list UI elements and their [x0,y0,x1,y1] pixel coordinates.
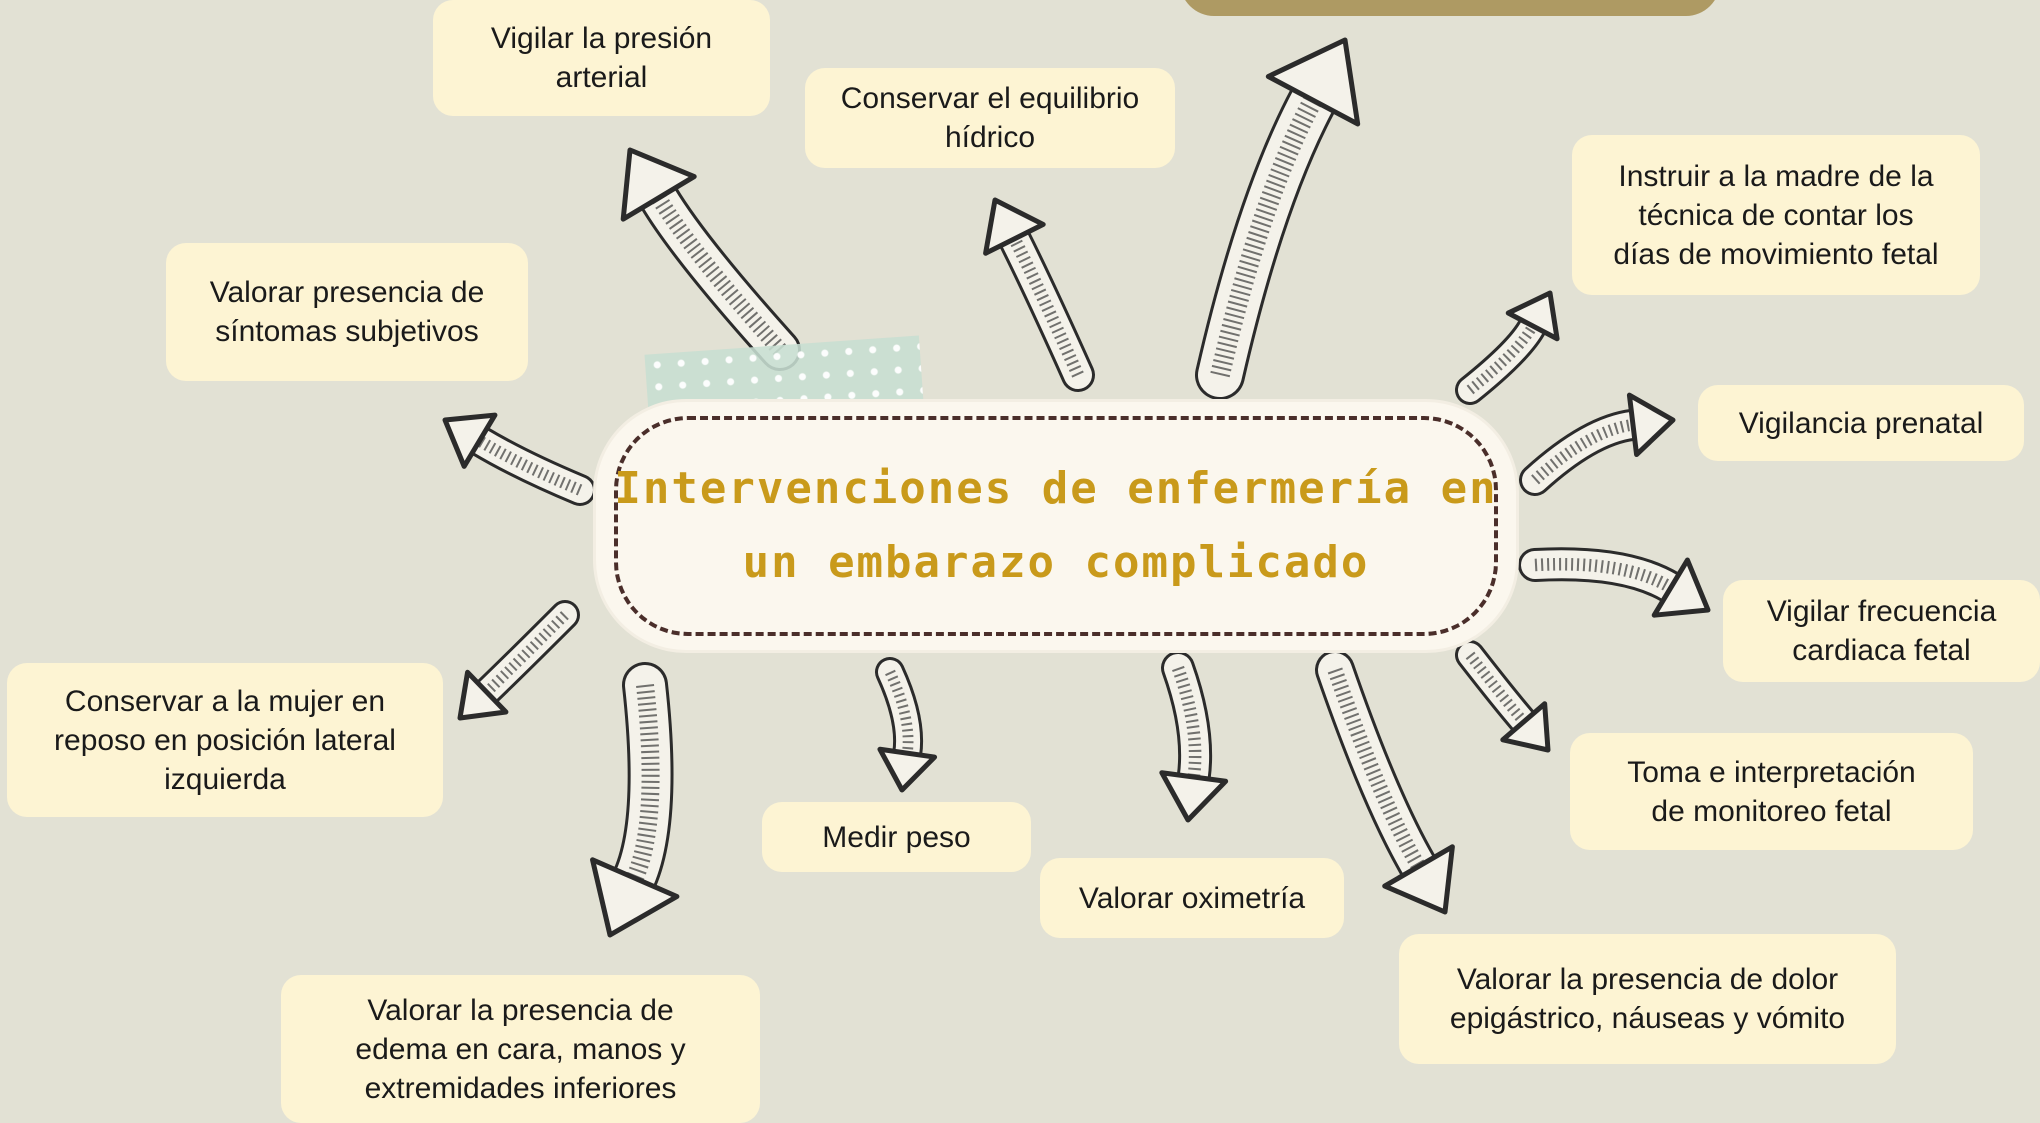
arrow-to-hidrico [983,197,1095,392]
node-label: Vigilar la presión arterial [490,22,713,94]
node-label: Valorar presencia de síntomas subjetivos [209,276,485,348]
top-banner [1180,0,1720,16]
arrow-to-prenatal [1519,392,1676,496]
node-instruir-movimiento-fetal: Instruir a la madre de la técnica de con… [1572,135,1980,295]
node-edema: Valorar la presencia de edema en cara, m… [281,975,760,1123]
node-medir-peso: Medir peso [762,802,1031,872]
node-monitoreo-fetal: Toma e interpretación de monitoreo fetal [1570,733,1973,850]
node-equilibrio-hidrico: Conservar el equilibrio hídrico [805,68,1175,168]
arrow-to-top [1195,37,1361,400]
arrow-to-epigastrico [1315,650,1455,915]
node-label: Conservar a la mujer en reposo en posici… [54,684,396,796]
node-label: Instruir a la madre de la técnica de con… [1613,159,1939,271]
central-title: Intervenciones de enfermería en un embar… [614,463,1498,588]
node-vigilancia-prenatal: Vigilancia prenatal [1698,385,2024,461]
dashed-border [614,416,1498,636]
node-dolor-epigastrico: Valorar la presencia de dolor epigástric… [1399,934,1896,1064]
arrow-to-sintomas [442,412,596,506]
arrow-to-cardiaca [1518,547,1711,618]
arrow-to-monitoreo [1455,640,1551,753]
arrow-to-oximetria [1159,651,1229,823]
central-topic: Intervenciones de enfermería en un embar… [596,402,1516,650]
node-label: Vigilar frecuencia cardiaca fetal [1766,595,1997,667]
arrow-to-instruir [1455,290,1560,405]
node-sintomas-subjetivos: Valorar presencia de síntomas subjetivos [166,243,528,381]
node-label: Toma e interpretación de monitoreo fetal [1627,755,1916,828]
node-label: Conservar el equilibrio hídrico [840,82,1140,154]
node-oximetria: Valorar oximetría [1040,858,1344,938]
arrow-to-reposo [457,600,580,721]
node-label: Vigilancia prenatal [1738,406,1984,440]
node-reposo-lateral: Conservar a la mujer en reposo en posici… [7,663,443,817]
node-label: Valorar la presencia de edema en cara, m… [355,993,686,1105]
arrow-to-edema [590,662,680,938]
node-label: Valorar la presencia de dolor epigástric… [1449,963,1846,1035]
node-label: Valorar oximetría [1078,881,1306,915]
node-label: Medir peso [822,820,971,854]
arrow-to-presion [620,147,801,371]
node-frecuencia-cardiaca: Vigilar frecuencia cardiaca fetal [1723,580,2040,682]
arrow-to-peso [875,657,938,793]
node-vigilar-presion: Vigilar la presión arterial [433,0,770,116]
